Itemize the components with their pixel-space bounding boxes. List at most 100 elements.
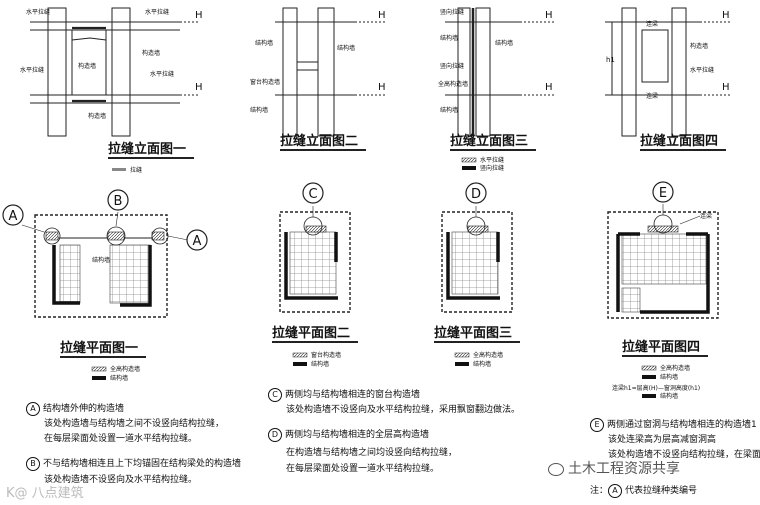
plan4-title-underline	[622, 355, 708, 357]
elev1-horizontal-tie-label-3: 水平拉缝	[20, 66, 44, 74]
elev3-structure-wall-label: 结构墙	[440, 34, 458, 42]
note-A-line3: 在每层梁面处设置一道水平结构拉缝。	[44, 434, 198, 444]
note-E-line3: 该处构造墙不设竖向结构拉缝，在梁面	[608, 450, 760, 460]
plan-1	[21, 211, 189, 318]
elev3-legend-swatch-v	[462, 166, 476, 170]
plan-4	[607, 204, 719, 319]
elev1-title-underline	[108, 157, 194, 159]
wechat-icon	[548, 462, 564, 476]
plan3-legend-swatch-full	[454, 352, 470, 358]
elev2-title: 拉缝立面图二	[280, 133, 358, 149]
plan4-circle-E-label: E	[659, 186, 667, 201]
plan1-circle-B-label: B	[114, 194, 123, 209]
note-E-circle: E	[590, 418, 604, 432]
elev2-H-bottom: H	[378, 82, 386, 93]
elev1-construct-wall-label-2: 构造墙	[78, 62, 96, 70]
plan3-circle-D	[465, 182, 487, 204]
plan1-circle-A-right	[186, 229, 208, 251]
plan2-legend-swatch-struct	[293, 362, 307, 366]
elev3-legend-v: 竖向拉缝	[480, 164, 504, 172]
plan1-legend-swatch-full	[91, 366, 107, 372]
elev3-legend-h: 水平拉缝	[480, 156, 504, 164]
note-C-line2: 该处构造墙不设竖向及水平结构拉缝，采用飘窗翻边做法。	[286, 405, 521, 415]
plan1-legend-full: 全高构造墙	[110, 365, 140, 373]
plan4-lintel-label: 连梁	[700, 212, 712, 220]
note-C-line1: 两侧均与结构墙相连的窗台构造墙	[285, 390, 421, 400]
note-D-line3: 在每层梁面处设置一道水平结构拉缝。	[286, 464, 440, 474]
elev1-horizontal-tie-label-2: 水平拉缝	[145, 8, 169, 16]
plan4-legend-swatch-struct-2	[642, 394, 656, 398]
note-D-circle: D	[268, 428, 282, 442]
elev1-construct-wall-label-3: 构造墙	[88, 112, 106, 120]
elev3-title: 拉缝立面图三	[450, 133, 528, 149]
elev4-lintel-bottom: 连梁	[646, 92, 658, 100]
plan3-title-underline	[434, 341, 520, 343]
note-C-circle: C	[268, 388, 282, 402]
note-D-line1: 两侧均与结构墙相连的全层高构造墙	[285, 430, 430, 440]
plan-2	[279, 206, 351, 313]
elev1-horizontal-tie-label: 水平拉缝	[26, 8, 50, 16]
plan1-legend-swatch-struct	[92, 376, 106, 380]
plan1-circle-A-left	[2, 204, 24, 226]
note-E-line1: 两侧通过窗洞与结构墙相连的构造墙1	[607, 420, 757, 430]
elev3-H-top: H	[545, 10, 553, 21]
plan1-structure-wall-label: 结构墙	[92, 256, 110, 264]
elev1-horizontal-tie-label-4: 水平拉缝	[150, 70, 174, 78]
note-legend-circle: A	[608, 484, 623, 498]
elev1-construct-wall-label: 构造墙	[142, 49, 160, 57]
elevation-3	[445, 7, 555, 137]
elev3-structure-wall-label-3: 结构墙	[440, 106, 458, 114]
plan1-title: 拉缝平面图一	[60, 340, 138, 356]
elev1-H-top: H	[195, 10, 203, 21]
plan2-title-underline	[272, 341, 358, 343]
elevation-1	[30, 7, 200, 137]
note-D-line2: 在构造墙与结构墙之间均设竖向结构拉缝，	[286, 448, 458, 458]
elev1-legend-swatch	[112, 168, 126, 171]
plan-3	[441, 206, 513, 313]
elev2-sill-wall-label: 窗台构造墙	[250, 78, 280, 86]
note-B-circle: B	[26, 457, 40, 471]
plan1-circle-B	[107, 189, 129, 211]
elev3-vertical-tie-label-2: 竖向拉缝	[440, 62, 464, 70]
left-watermark: K@ 八点建筑	[6, 486, 84, 501]
plan1-legend-struct: 结构墙	[110, 374, 128, 382]
plan1-circle-A-right-label: A	[193, 234, 202, 249]
plan2-legend-swatch-sill	[292, 352, 308, 358]
elev4-title-underline	[640, 149, 726, 151]
plan2-legend-sill: 窗台构造墙	[311, 351, 341, 359]
plan4-title: 拉缝平面图四	[622, 339, 700, 355]
elev2-structure-wall-label-2: 结构墙	[337, 44, 355, 52]
elev3-H-bottom: H	[545, 82, 553, 93]
plan4-legend-struct: 结构墙	[660, 373, 678, 381]
elev1-legend-text: 拉缝	[130, 166, 142, 174]
elev4-H-bottom: H	[722, 82, 730, 93]
plan4-legend-struct-2: 结构墙	[660, 392, 678, 400]
plan3-title: 拉缝平面图三	[434, 325, 512, 341]
note-B-line1: 不与结构墙相连且上下均锚固在结构梁处的构造墙	[43, 459, 242, 469]
note-A-circle: A	[26, 402, 40, 416]
plan1-circle-A-left-label: A	[9, 209, 18, 224]
plan2-legend-struct: 结构墙	[311, 360, 329, 368]
plan1-title-underline	[60, 356, 146, 358]
plan2-title: 拉缝平面图二	[272, 325, 350, 341]
plan3-circle-D-label: D	[471, 187, 481, 202]
elev2-structure-wall-label-3: 结构墙	[250, 106, 268, 114]
plan4-legend-swatch-full	[641, 365, 657, 371]
plan3-legend-swatch-struct	[455, 362, 469, 366]
plan2-circle-C	[302, 182, 324, 204]
plan4-legend-swatch-struct	[642, 375, 656, 379]
plan4-circle-E	[652, 181, 674, 203]
plan4-legend-full: 全高构造墙	[660, 364, 690, 372]
elev4-h1-label: h1	[606, 56, 615, 64]
elev3-title-underline	[450, 149, 536, 151]
elev1-title: 拉缝立面图一	[108, 141, 186, 157]
elev2-title-underline	[280, 149, 366, 151]
elevation-4	[605, 7, 730, 137]
